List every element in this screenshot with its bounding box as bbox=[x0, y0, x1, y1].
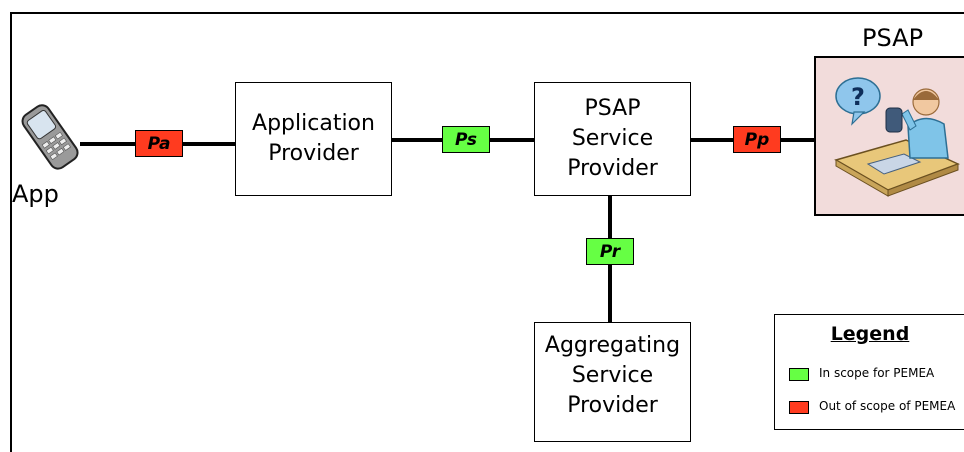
interface-pp-tag: Pp bbox=[733, 126, 781, 153]
interface-ps-tag: Ps bbox=[442, 126, 490, 153]
legend-box: Legend In scope for PEMEA Out of scope o… bbox=[774, 314, 964, 430]
aggregating-service-provider-box: Aggregating Service Provider bbox=[534, 322, 691, 442]
legend-label-in-scope: In scope for PEMEA bbox=[819, 366, 935, 380]
application-provider-box: Application Provider bbox=[235, 82, 392, 196]
legend-label-out-of-scope: Out of scope of PEMEA bbox=[819, 399, 956, 413]
mobile-phone-icon bbox=[21, 104, 79, 170]
interface-pa-tag: Pa bbox=[135, 130, 183, 157]
call-center-operator-icon: ? bbox=[834, 77, 960, 197]
app-label: App bbox=[12, 180, 59, 208]
psap-panel: ? bbox=[814, 56, 964, 216]
psap-title: PSAP bbox=[862, 24, 924, 52]
legend-swatch-out-of-scope bbox=[789, 401, 809, 414]
svg-text:?: ? bbox=[851, 83, 865, 111]
legend-title: Legend bbox=[830, 323, 910, 345]
legend-swatch-in-scope bbox=[789, 368, 809, 381]
interface-pr-tag: Pr bbox=[586, 238, 634, 265]
diagram-frame bbox=[10, 12, 964, 452]
psap-service-provider-box: PSAP Service Provider bbox=[534, 82, 691, 196]
